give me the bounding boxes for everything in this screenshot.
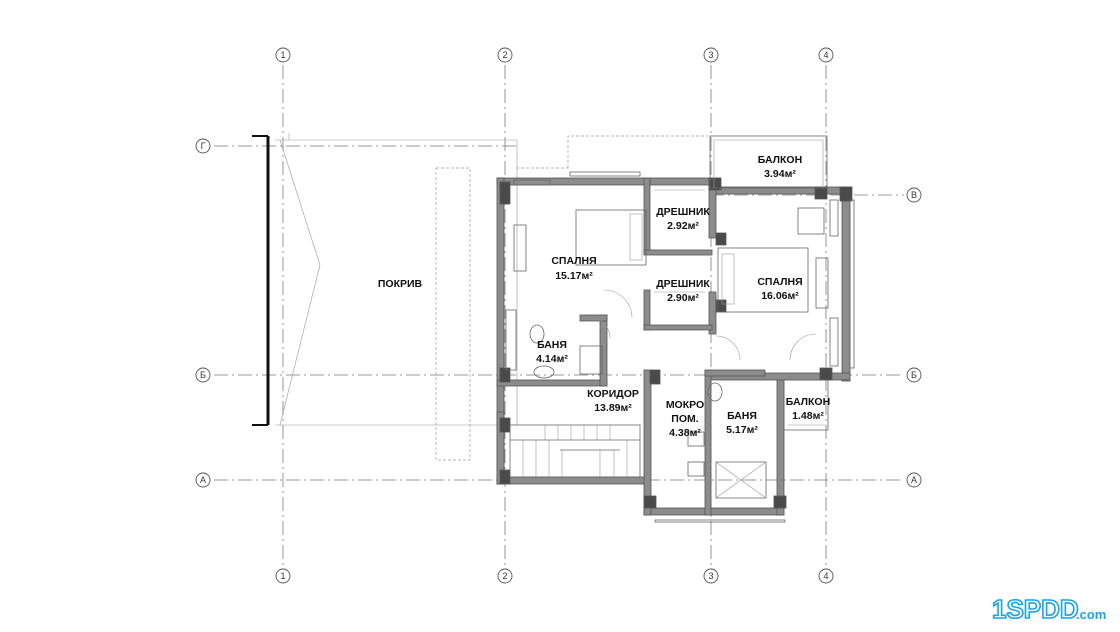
axis-label: 4 (823, 571, 828, 581)
axis-bubble-B-right: Б (906, 367, 922, 383)
svg-text:2.92м²: 2.92м² (667, 220, 699, 232)
axis-label: 2 (502, 50, 507, 60)
svg-text:16.06м²: 16.06м² (761, 290, 799, 302)
svg-text:СПАЛНЯ: СПАЛНЯ (757, 276, 802, 288)
roof-label: ПОКРИВ (378, 278, 423, 290)
logo-mark: 1SPDD (992, 594, 1079, 624)
room-label-balcony-north: БАЛКОН 3.94м² (758, 154, 802, 180)
room-label-bedroom-west: СПАЛНЯ 15.17м² (551, 255, 596, 282)
svg-text:БАЛКОН: БАЛКОН (758, 154, 802, 166)
axis-bubble-A-right: А (906, 472, 922, 488)
svg-text:1.48м²: 1.48м² (792, 410, 824, 422)
axis-bubble-2-top: 2 (497, 47, 513, 63)
axis-label: 3 (708, 571, 713, 581)
svg-text:4.14м²: 4.14м² (536, 353, 568, 365)
room-label-closet-2: ДРЕШНИК 2.90м² (656, 278, 710, 304)
svg-text:3.94м²: 3.94м² (764, 168, 796, 180)
svg-text:ДРЕШНИК: ДРЕШНИК (656, 206, 710, 218)
room-label-closet-1: ДРЕШНИК 2.92м² (656, 206, 710, 232)
logo-domain: .com (1076, 607, 1106, 622)
room-label-wet-room: МОКРО ПОМ. 4.38м² (666, 399, 704, 439)
axis-bubble-V-right: В (906, 187, 922, 203)
axis-label: 3 (708, 50, 713, 60)
svg-text:4.38м²: 4.38м² (669, 427, 701, 439)
axis-bubble-B-left: Б (195, 367, 211, 383)
room-label-balcony-east: БАЛКОН 1.48м² (786, 396, 830, 422)
axis-bubble-1-top: 1 (275, 47, 291, 63)
svg-text:2.90м²: 2.90м² (667, 292, 699, 304)
room-label-corridor: КОРИДОР 13.89м² (587, 388, 639, 414)
svg-text:КОРИДОР: КОРИДОР (587, 388, 639, 400)
svg-text:ДРЕШНИК: ДРЕШНИК (656, 278, 710, 290)
svg-text:БАНЯ: БАНЯ (537, 339, 567, 351)
axis-label: А (911, 475, 917, 485)
axis-label: 2 (502, 571, 507, 581)
axis-bubble-3-bottom: 3 (703, 568, 719, 584)
svg-text:ПОМ.: ПОМ. (671, 413, 698, 425)
axis-label: 4 (823, 50, 828, 60)
axis-label: А (200, 475, 206, 485)
axis-label: 1 (280, 50, 285, 60)
axis-label: 1 (280, 571, 285, 581)
axis-bubble-G-left: Г (195, 138, 211, 154)
svg-text:СПАЛНЯ: СПАЛНЯ (551, 255, 596, 267)
svg-text:БАНЯ: БАНЯ (727, 410, 757, 422)
axis-bubble-4-bottom: 4 (818, 568, 834, 584)
room-label-bedroom-east: СПАЛНЯ 16.06м² (757, 276, 802, 302)
axis-bubble-A-left: А (195, 472, 211, 488)
svg-text:15.17м²: 15.17м² (555, 270, 593, 282)
fixtures (505, 135, 855, 523)
svg-text:13.89м²: 13.89м² (594, 402, 632, 414)
axis-bubble-1-bottom: 1 (275, 568, 291, 584)
axis-bubble-4-top: 4 (818, 47, 834, 63)
room-label-bath-west: БАНЯ 4.14м² (536, 339, 568, 365)
axis-bubble-2-bottom: 2 (497, 568, 513, 584)
room-label-bath-east: БАНЯ 5.17м² (726, 410, 758, 436)
site-logo: 1SPDD .com (991, 593, 1106, 625)
axis-label: Б (200, 370, 206, 380)
svg-text:БАЛКОН: БАЛКОН (786, 396, 830, 408)
axis-label: Б (911, 370, 917, 380)
axis-label: Г (201, 141, 206, 151)
svg-text:5.17м²: 5.17м² (726, 424, 758, 436)
roof: ПОКРИВ (252, 133, 518, 461)
axis-bubble-3-top: 3 (703, 47, 719, 63)
svg-text:МОКРО: МОКРО (666, 399, 704, 411)
axis-label: В (911, 190, 917, 200)
